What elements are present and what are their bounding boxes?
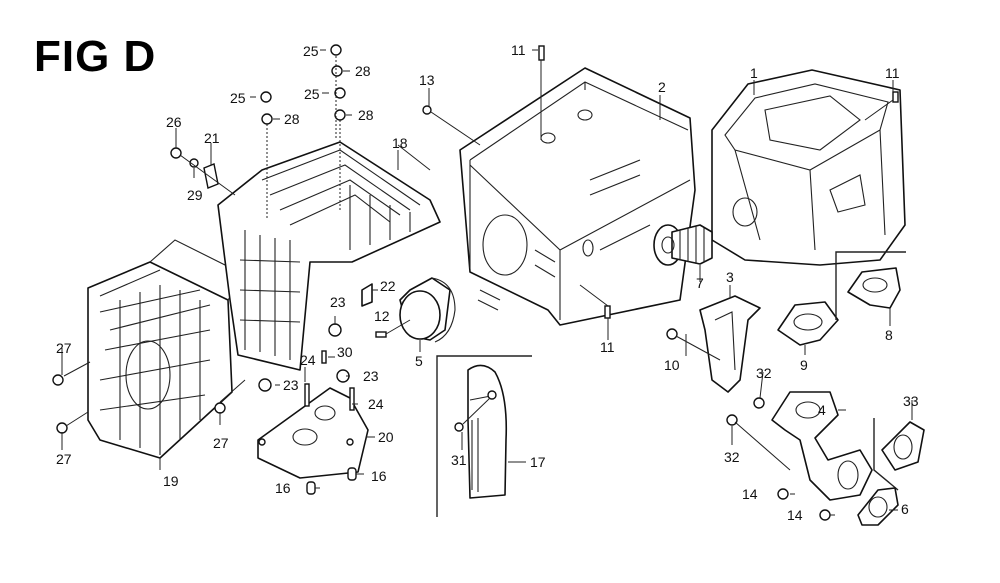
callout-19[interactable]: 19 [163,473,179,489]
callout-23-left[interactable]: 23 [283,377,299,393]
bolt-26[interactable] [170,147,182,159]
callout-27-right[interactable]: 27 [213,435,229,451]
callout-24-right[interactable]: 24 [368,396,384,412]
hardware [52,44,899,521]
bolt-10[interactable] [666,328,678,340]
washer-29[interactable] [189,158,199,168]
exhaust-guide-part[interactable] [399,277,456,343]
shroud-inner-part[interactable] [217,141,441,371]
screw-31[interactable] [454,422,464,432]
callout-6[interactable]: 6 [901,501,909,517]
callout-28-left[interactable]: 28 [284,111,300,127]
clamp-21[interactable] [203,163,219,189]
callout-29[interactable]: 29 [187,187,203,203]
nut-25[interactable] [334,87,346,99]
base-plate-part[interactable] [257,387,369,479]
callout-16-right[interactable]: 16 [371,468,387,484]
muffler-stay-part[interactable] [699,295,761,393]
grommet-23[interactable] [328,323,342,337]
callout-14-left[interactable]: 14 [742,486,758,502]
grommet-23[interactable] [258,378,272,392]
gasket-6-part[interactable] [857,487,899,526]
nut-32[interactable] [726,414,738,426]
callout-22[interactable]: 22 [380,278,396,294]
clip-part[interactable] [361,283,373,307]
callout-12[interactable]: 12 [374,308,390,324]
leader-lines [61,49,913,516]
callout-32-top[interactable]: 32 [756,365,772,381]
callout-labels: 1 2 3 4 5 6 7 8 9 10 11 11 11 12 13 14 1… [56,42,919,523]
washer-28[interactable] [334,109,346,121]
bolt-24[interactable] [349,387,355,411]
callout-33[interactable]: 33 [903,393,919,409]
screw-11[interactable] [538,45,545,61]
callout-25-mid[interactable]: 25 [304,86,320,102]
washer-28[interactable] [331,65,343,77]
callout-27-bottom[interactable]: 27 [56,451,72,467]
callout-32-bottom[interactable]: 32 [724,449,740,465]
nut-14[interactable] [777,488,789,500]
screw-12[interactable] [375,331,387,338]
bolt-27[interactable] [214,402,226,414]
screw-11[interactable] [604,305,611,319]
callout-11-right[interactable]: 11 [885,65,900,81]
callout-7[interactable]: 7 [696,275,704,291]
callout-2[interactable]: 2 [658,79,666,95]
muffler-part[interactable] [711,69,906,266]
callout-31[interactable]: 31 [451,452,467,468]
callout-4[interactable]: 4 [818,402,826,418]
callout-16-left[interactable]: 16 [275,480,291,496]
callout-8[interactable]: 8 [885,327,893,343]
bolt-27[interactable] [56,422,68,434]
callout-18[interactable]: 18 [392,135,408,151]
washer-28[interactable] [261,113,273,125]
nut-14[interactable] [819,509,831,521]
gasket-9-part[interactable] [777,301,839,346]
callout-17[interactable]: 17 [530,454,546,470]
bolt-13[interactable] [422,105,432,115]
callout-26[interactable]: 26 [166,114,182,130]
callout-25-top[interactable]: 25 [303,43,319,59]
callout-27-top[interactable]: 27 [56,340,72,356]
cap-16[interactable] [347,467,357,481]
gasket-33-part[interactable] [873,418,925,491]
figure-title: FIG D [34,32,157,81]
callout-14-right[interactable]: 14 [787,507,803,523]
fan-cover-part[interactable] [87,239,246,459]
exhaust-pipe-part[interactable] [771,391,873,501]
callout-23-top[interactable]: 23 [330,294,346,310]
callout-20[interactable]: 20 [378,429,394,445]
callout-1[interactable]: 1 [750,65,758,81]
callout-10[interactable]: 10 [664,357,680,373]
callout-28-top[interactable]: 28 [355,63,371,79]
bolt-24[interactable] [304,383,310,407]
callout-25-left[interactable]: 25 [230,90,246,106]
nut-32[interactable] [753,397,765,409]
nut-25[interactable] [330,44,342,56]
callout-13[interactable]: 13 [419,72,435,88]
callout-28-mid[interactable]: 28 [358,107,374,123]
bolt-27[interactable] [52,374,64,386]
screw-11[interactable] [892,91,899,103]
callout-23-right[interactable]: 23 [363,368,379,384]
shroud-outer-part[interactable] [459,67,696,326]
gasket-8-part[interactable] [835,251,906,320]
nut-25[interactable] [260,91,272,103]
callout-3[interactable]: 3 [726,269,734,285]
callout-11-top[interactable]: 11 [511,42,526,58]
screw-30[interactable] [321,350,327,364]
callout-30[interactable]: 30 [337,344,353,360]
callout-9[interactable]: 9 [800,357,808,373]
cap-16[interactable] [306,481,316,495]
callout-21[interactable]: 21 [204,130,220,146]
callout-24-left[interactable]: 24 [300,352,316,368]
callout-11-bottom[interactable]: 11 [600,339,615,355]
callout-5[interactable]: 5 [415,353,423,369]
spark-arrester-part[interactable] [653,224,713,266]
heat-shield-part[interactable] [436,355,532,517]
